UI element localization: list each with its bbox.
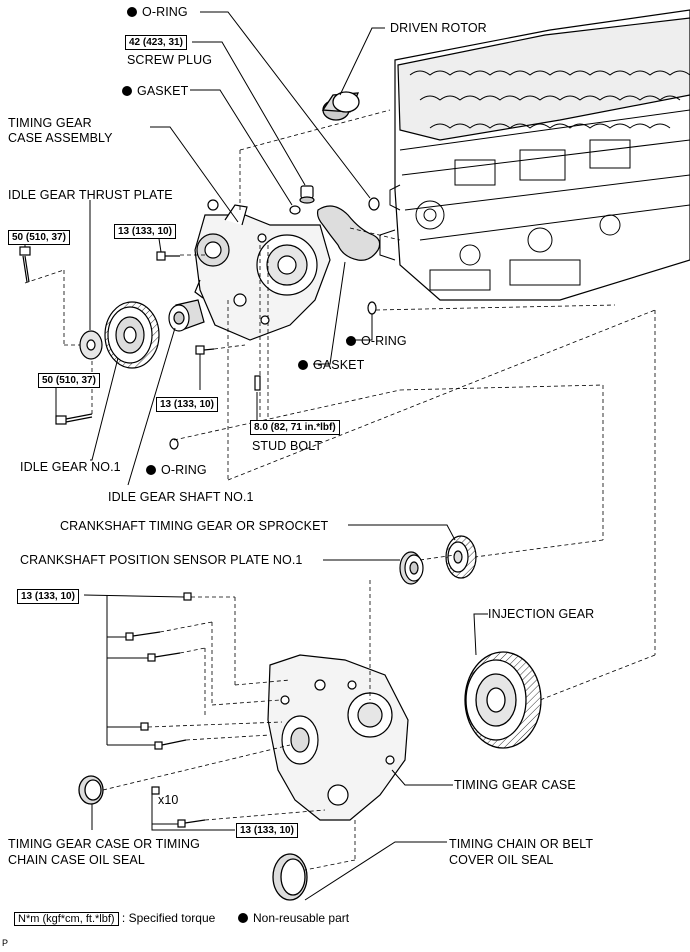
torque-case-bolt-upper: 13 (133, 10) xyxy=(114,224,176,239)
gasket-mid-part xyxy=(316,205,381,261)
callout-o-ring-low: O-RING xyxy=(146,463,207,477)
legend: N*m (kgf*cm, ft.*lbf) : Specified torque… xyxy=(14,910,349,927)
o-ring-top-part xyxy=(368,197,380,211)
callout-gasket-top: GASKET xyxy=(122,84,188,98)
torque-upper-left-bolt: 50 (510, 37) xyxy=(8,230,70,245)
callout-text: GASKET xyxy=(313,358,365,372)
torque-lower-left-bolt: 50 (510, 37) xyxy=(38,373,100,388)
callout-text: O-RING xyxy=(161,463,207,477)
screw-plug-part xyxy=(299,185,315,204)
dashed-assembly-lines xyxy=(24,109,656,871)
callout-injection-gear: INJECTION GEAR xyxy=(488,607,595,621)
driven-rotor-part xyxy=(321,91,360,121)
tgc-oil-seal-part xyxy=(78,775,104,805)
gasket-top-part xyxy=(289,205,301,215)
torque-cover-bolts-x10: 13 (133, 10) xyxy=(236,823,298,838)
callout-text: O-RING xyxy=(361,334,407,348)
torque-screw-plug: 42 (423, 31) xyxy=(125,35,187,50)
callout-idle-gear-no1: IDLE GEAR NO.1 xyxy=(20,460,121,474)
legend-torque-box: N*m (kgf*cm, ft.*lbf) xyxy=(14,912,119,926)
page-mark: P xyxy=(2,938,9,948)
callout-screw-plug: SCREW PLUG xyxy=(127,53,213,67)
callout-text: O-RING xyxy=(142,5,188,19)
idle-gear-shaft-no1-part xyxy=(168,299,205,332)
callout-timing-gear-case-assembly-2: CASE ASSEMBLY xyxy=(8,131,113,145)
callout-stud-bolt: STUD BOLT xyxy=(252,439,323,453)
callout-x10: x10 xyxy=(158,793,179,807)
non-reusable-dot-icon xyxy=(146,465,156,475)
non-reusable-dot-icon xyxy=(238,913,249,923)
callout-crankshaft-timing-gear: CRANKSHAFT TIMING GEAR OR SPROCKET xyxy=(60,519,329,533)
callout-tcb-cover-oil-seal-2: COVER OIL SEAL xyxy=(449,853,554,867)
crankshaft-position-sensor-plate-part xyxy=(399,551,424,585)
crankshaft-timing-gear-part xyxy=(445,535,477,579)
callout-driven-rotor: DRIVEN ROTOR xyxy=(390,21,487,35)
o-ring-mid-part xyxy=(367,301,377,315)
engine-block xyxy=(379,9,690,301)
non-reusable-dot-icon xyxy=(298,360,308,370)
callout-tgc-oil-seal-2: CHAIN CASE OIL SEAL xyxy=(8,853,145,867)
callout-timing-gear-case-assembly-1: TIMING GEAR xyxy=(8,116,92,130)
callout-gasket-mid: GASKET xyxy=(298,358,364,372)
torque-cover-bolts-group: 13 (133, 10) xyxy=(17,589,79,604)
torque-stud-bolt: 8.0 (82, 71 in.*lbf) xyxy=(250,420,340,435)
torque-case-bolt-mid: 13 (133, 10) xyxy=(156,397,218,412)
cover-bolts xyxy=(125,592,206,828)
callout-o-ring-mid: O-RING xyxy=(346,334,407,348)
non-reusable-dot-icon xyxy=(346,336,356,346)
o-ring-low-part xyxy=(169,438,179,450)
legend-torque-text: : Specified torque xyxy=(121,911,216,925)
injection-gear-part xyxy=(464,651,542,749)
idle-gear-thrust-plate-part xyxy=(79,330,103,360)
callout-tcb-cover-oil-seal-1: TIMING CHAIN OR BELT xyxy=(449,837,594,851)
callout-o-ring-top: O-RING xyxy=(127,5,188,19)
callout-idle-gear-thrust-plate: IDLE GEAR THRUST PLATE xyxy=(8,188,173,202)
timing-gear-case-part xyxy=(267,654,409,821)
timing-gear-case-assembly-part xyxy=(194,199,331,341)
callout-crankshaft-position-sensor-plate: CRANKSHAFT POSITION SENSOR PLATE NO.1 xyxy=(20,553,303,567)
callout-timing-gear-case: TIMING GEAR CASE xyxy=(454,778,576,792)
leader-lines xyxy=(24,11,488,901)
callout-idle-gear-shaft-no1: IDLE GEAR SHAFT NO.1 xyxy=(108,490,254,504)
non-reusable-dot-icon xyxy=(127,7,137,17)
legend-nonreusable-text: Non-reusable part xyxy=(253,911,350,925)
callout-tgc-oil-seal-1: TIMING GEAR CASE OR TIMING xyxy=(8,837,200,851)
callout-text: GASKET xyxy=(137,84,189,98)
tcb-cover-oil-seal-part xyxy=(272,853,308,901)
non-reusable-dot-icon xyxy=(122,86,132,96)
idle-gear-no1-part xyxy=(104,301,160,369)
